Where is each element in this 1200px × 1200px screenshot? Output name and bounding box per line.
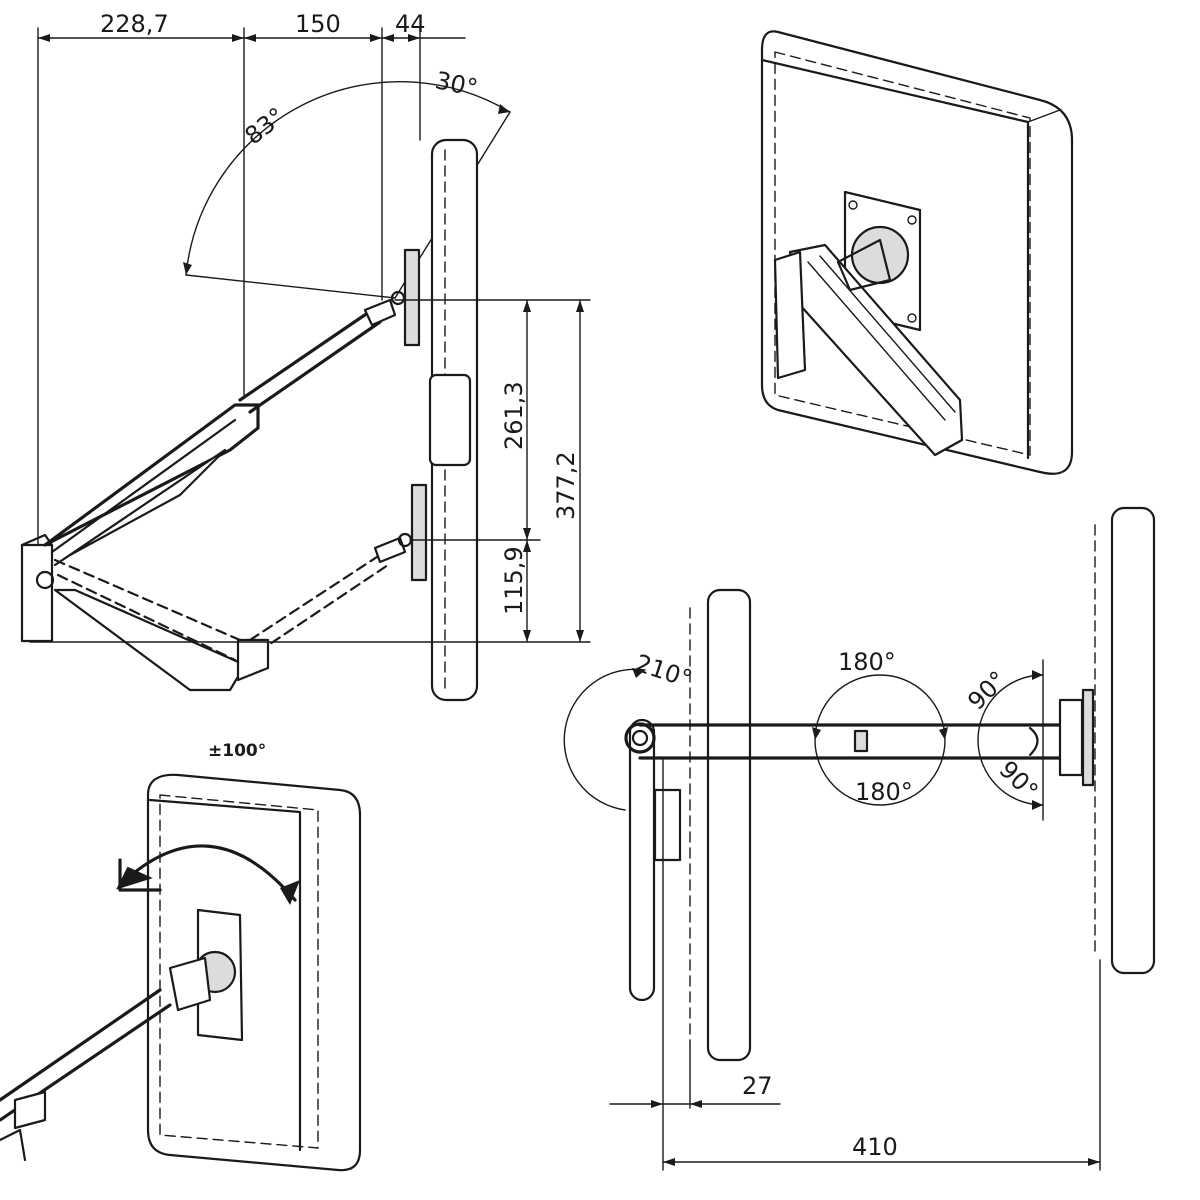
dim-27: 27	[742, 1072, 773, 1100]
vertical-dimensions	[29, 299, 591, 643]
monitor-profile	[390, 138, 479, 702]
dim-261-3: 261,3	[500, 381, 528, 450]
isometric-view	[760, 30, 1074, 475]
arm-upper-position	[43, 298, 397, 567]
dim-150: 150	[295, 10, 341, 38]
dim-rotation: ±100°	[208, 741, 266, 761]
dim-377-2: 377,2	[552, 451, 580, 520]
swivel-arcs	[563, 659, 1044, 821]
side-view: 228,7 150 44 83° 30°	[20, 10, 591, 702]
dim-swivel-180-top: 180°	[838, 648, 896, 676]
dim-swivel-90-bottom: 90°	[994, 755, 1044, 805]
dim-115-9: 115,9	[500, 546, 528, 615]
dim-swivel-90-top: 90°	[962, 666, 1012, 716]
dim-410: 410	[852, 1133, 898, 1161]
rotation-view: ±100°	[0, 741, 362, 1172]
dim-44: 44	[395, 10, 426, 38]
wall-mount	[20, 533, 55, 643]
dim-228-7: 228,7	[100, 10, 169, 38]
dim-tilt-down: 30°	[433, 66, 480, 102]
dim-swivel-210: 210°	[632, 649, 696, 693]
bottom-dimensions	[609, 759, 1101, 1171]
top-view: 210° 180° 180° 90° 90° 27 410	[563, 506, 1156, 1171]
dim-swivel-180-bottom: 180°	[855, 778, 913, 806]
dim-tilt-up: 83°	[240, 102, 291, 150]
arm-lower-position	[53, 536, 407, 692]
